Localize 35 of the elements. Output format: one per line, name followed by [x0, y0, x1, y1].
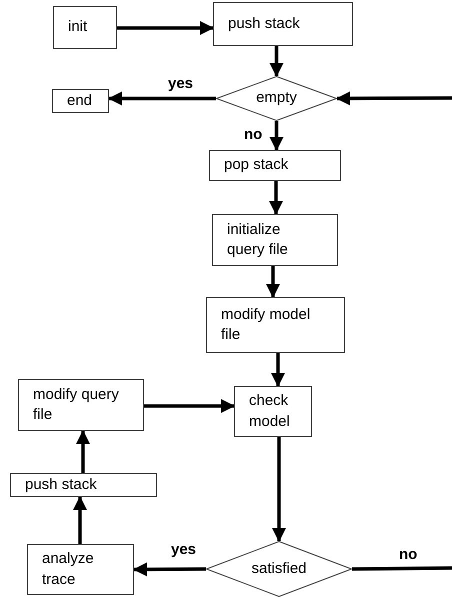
node-label: init [68, 17, 88, 38]
arrow [73, 496, 87, 544]
process-box [53, 6, 117, 49]
node-label: check model [249, 391, 291, 432]
process-box [52, 89, 109, 113]
arrow [144, 399, 235, 413]
node-label: satisfied [251, 558, 307, 579]
node-label: modify model file [221, 304, 311, 345]
process-box [18, 379, 144, 431]
arrow [272, 437, 286, 542]
arrow [76, 430, 90, 473]
arrow [133, 562, 206, 576]
node-label: empty [256, 88, 297, 108]
arrow [269, 181, 283, 215]
node-label: end [67, 90, 92, 111]
process-box [209, 150, 341, 181]
process-box [206, 297, 345, 353]
node-label: initialize query file [227, 220, 289, 260]
process-box [27, 544, 134, 595]
node-label: pop stack [224, 155, 288, 176]
node-label: analyze trace [42, 549, 95, 590]
arrow [270, 46, 284, 77]
node-label: modify query file [33, 384, 120, 425]
arrow [336, 91, 452, 106]
process-box [212, 214, 338, 266]
arrow [108, 92, 216, 106]
arrow [271, 353, 285, 387]
node-label: push stack [25, 474, 97, 495]
arrow [117, 21, 214, 35]
arrow [270, 121, 284, 151]
process-box [213, 2, 353, 46]
process-box [10, 473, 157, 497]
node-label: push stack [228, 14, 300, 34]
process-box [234, 386, 312, 437]
arrow [266, 266, 280, 298]
